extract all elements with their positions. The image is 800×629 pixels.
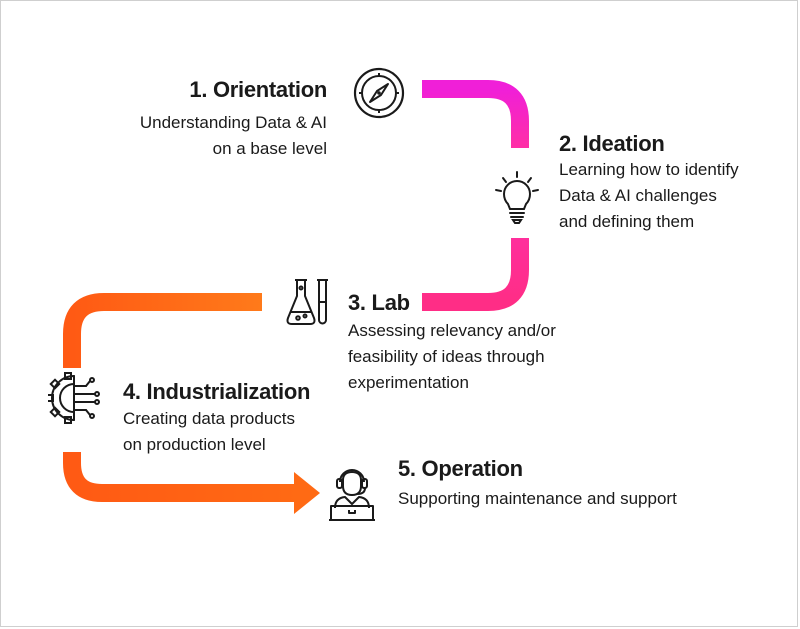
step-desc-line: Learning how to identify — [559, 160, 739, 179]
step-desc-ideation: Learning how to identify Data & AI chall… — [559, 157, 739, 235]
step-desc-lab: Assessing relevancy and/or feasibility o… — [348, 318, 556, 396]
flow-segment-orientation-ideation — [422, 80, 529, 148]
step-desc-line: experimentation — [348, 373, 469, 392]
step-title-orientation: 1. Orientation — [189, 77, 327, 102]
step-desc-line: Understanding Data & AI — [139, 113, 327, 132]
step-title-ideation: 2. Ideation — [559, 131, 665, 156]
step-desc-line: on a base level — [212, 139, 327, 158]
gear-circuit-icon — [48, 372, 100, 424]
step-desc-line: feasibility of ideas through — [348, 347, 545, 366]
lightbulb-icon — [495, 171, 539, 224]
step-desc-operation: Supporting maintenance and support — [398, 486, 677, 512]
step-desc-line: Supporting maintenance and support — [398, 489, 677, 508]
step-title-industrialization: 4. Industrialization — [123, 379, 311, 404]
step-title-operation: 5. Operation — [398, 456, 523, 481]
step-desc-line: on production level — [123, 435, 266, 454]
support-agent-icon — [329, 469, 375, 521]
flask-icon — [286, 279, 328, 325]
step-desc-line: and defining them — [559, 212, 695, 231]
flow-arrowhead — [294, 472, 320, 514]
step-desc-line: Data & AI challenges — [559, 186, 717, 205]
step-desc-industrialization: Creating data products on production lev… — [123, 406, 295, 458]
step-desc-line: Assessing relevancy and/or — [348, 321, 556, 340]
step-title-lab: 3. Lab — [348, 290, 410, 315]
flow-segment-lab-industrialization — [63, 293, 262, 368]
flow-segment-ideation-lab — [422, 238, 529, 311]
flow-segment-industrialization-operation — [63, 452, 300, 502]
step-desc-line: Creating data products — [123, 409, 295, 428]
step-desc-orientation: Understanding Data & AI on a base level — [140, 110, 327, 162]
compass-icon — [353, 67, 405, 119]
